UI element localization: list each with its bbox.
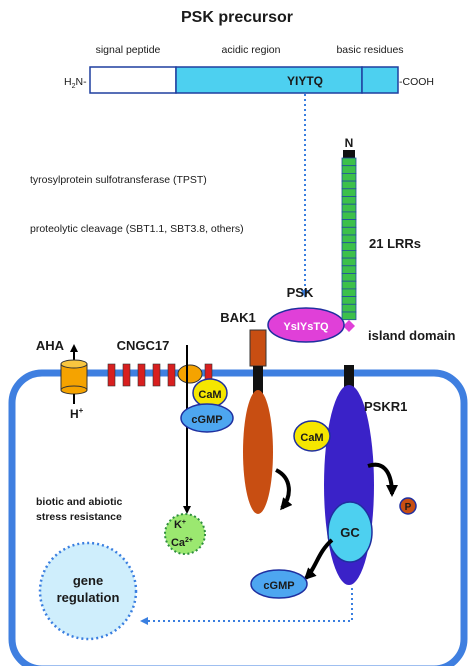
lrr-repeat: [341, 273, 357, 282]
lrr-repeat: [341, 165, 357, 174]
lrr-stack: [341, 157, 357, 321]
aha-proton-label: H+: [70, 406, 84, 421]
bak1-transmembrane: [253, 366, 263, 394]
lrr-repeat: [341, 257, 357, 267]
potassium-label: K+: [174, 519, 186, 531]
n-terminus-label: H2N-: [64, 76, 87, 90]
lrr-count-label: 21 LRRs: [369, 236, 421, 251]
bak1-extracellular: [249, 329, 267, 367]
aha-pump-bottom: [60, 385, 88, 395]
cytoplasm-cgmp: [250, 569, 308, 599]
aha-pump-top: [60, 359, 88, 369]
gene-regulation-line1: gene: [73, 573, 103, 588]
ions-circle: [164, 513, 206, 555]
lrr-repeat: [341, 219, 357, 228]
cngc17-label: CNGC17: [117, 338, 170, 353]
cngc17-helix: [152, 363, 161, 387]
cngc17-helix: [167, 363, 176, 387]
cngc17-helix: [107, 363, 116, 387]
calcium-label: Ca2+: [171, 537, 193, 549]
psk-peptide: [267, 307, 345, 343]
lrr-repeat: [341, 249, 357, 259]
lrr-repeat: [341, 234, 357, 244]
stress-resistance-line2: stress resistance: [36, 511, 122, 523]
gene-regulation-arrow: [140, 588, 353, 625]
guanylate-cyclase: [327, 501, 373, 563]
cngc17-helix: [137, 363, 146, 387]
lrr-repeat: [341, 303, 357, 313]
bak1-kinase: [243, 390, 273, 514]
cytoplasm-cgmp-label: cGMP: [263, 580, 294, 592]
region-label-basic: basic residues: [336, 44, 403, 56]
psk-precursor-bar: [89, 66, 399, 94]
island-domain: [343, 320, 355, 332]
cngc17-cgmp: [180, 403, 234, 433]
gene-regulation-circle: [38, 541, 138, 641]
cngc17-cgmp-label: cGMP: [191, 414, 222, 426]
aha-label: AHA: [36, 338, 65, 353]
gc-label: GC: [340, 525, 360, 540]
pskr1-cam: [293, 420, 331, 452]
bak1-activation-arrow: [274, 468, 293, 511]
tpst-label: tyrosylprotein sulfotransferase (TPST): [30, 174, 207, 186]
c-terminus-label: -COOH: [399, 76, 434, 88]
phosphate-label: P: [405, 502, 412, 513]
pskr1-label: PSKR1: [364, 399, 407, 414]
cell-bottom-mask: [0, 666, 474, 669]
cleavage-label: proteolytic cleavage (SBT1.1, SBT3.8, ot…: [30, 223, 244, 235]
stress-resistance-line1: biotic and abiotic: [36, 496, 122, 508]
island-domain-label: island domain: [368, 328, 455, 343]
basic-residues-segment: [361, 66, 399, 94]
lrr-repeat: [341, 157, 357, 167]
receptor-n-cap: [343, 150, 355, 158]
lrr-repeat: [341, 226, 357, 236]
lrr-repeat: [341, 180, 357, 190]
lrr-repeat: [341, 211, 357, 220]
psk-label: PSK: [287, 285, 314, 300]
signal-peptide-segment: [89, 66, 177, 94]
gene-regulation-line2: regulation: [57, 590, 120, 605]
acidic-region-segment: [175, 66, 363, 94]
receptor-n-label: N: [345, 136, 354, 150]
pskr1-cam-label: CaM: [300, 432, 323, 444]
plasma-membrane: [8, 369, 468, 669]
diagram-title: PSK precursor: [181, 9, 293, 26]
bak1-label: BAK1: [220, 310, 255, 325]
lrr-repeat: [341, 311, 357, 321]
lrr-repeat: [341, 172, 357, 182]
cgmp-production-arrow: [303, 538, 334, 581]
cngc17-channel: [107, 363, 213, 387]
lrr-repeat: [341, 203, 357, 213]
psk-sequence: YsIYsTQ: [283, 321, 329, 333]
cngc17-helix: [122, 363, 131, 387]
yiytq-motif: YIYTQ: [287, 74, 323, 88]
lrr-repeat: [341, 188, 357, 197]
lrr-repeat: [341, 288, 357, 297]
lrr-repeat: [341, 296, 357, 305]
cngc17-cam-label: CaM: [198, 389, 221, 401]
lrr-repeat: [341, 265, 357, 274]
lrr-repeat: [341, 242, 357, 251]
lrr-repeat: [341, 280, 357, 290]
region-label-signal-peptide: signal peptide: [96, 44, 161, 56]
region-label-acidic: acidic region: [222, 44, 281, 56]
cngc17-pore: [177, 364, 203, 384]
phosphorylation-arrow: [367, 462, 398, 497]
lrr-repeat: [341, 196, 357, 205]
phosphate-circle: [399, 497, 417, 515]
receptor-transmembrane: [344, 365, 354, 395]
